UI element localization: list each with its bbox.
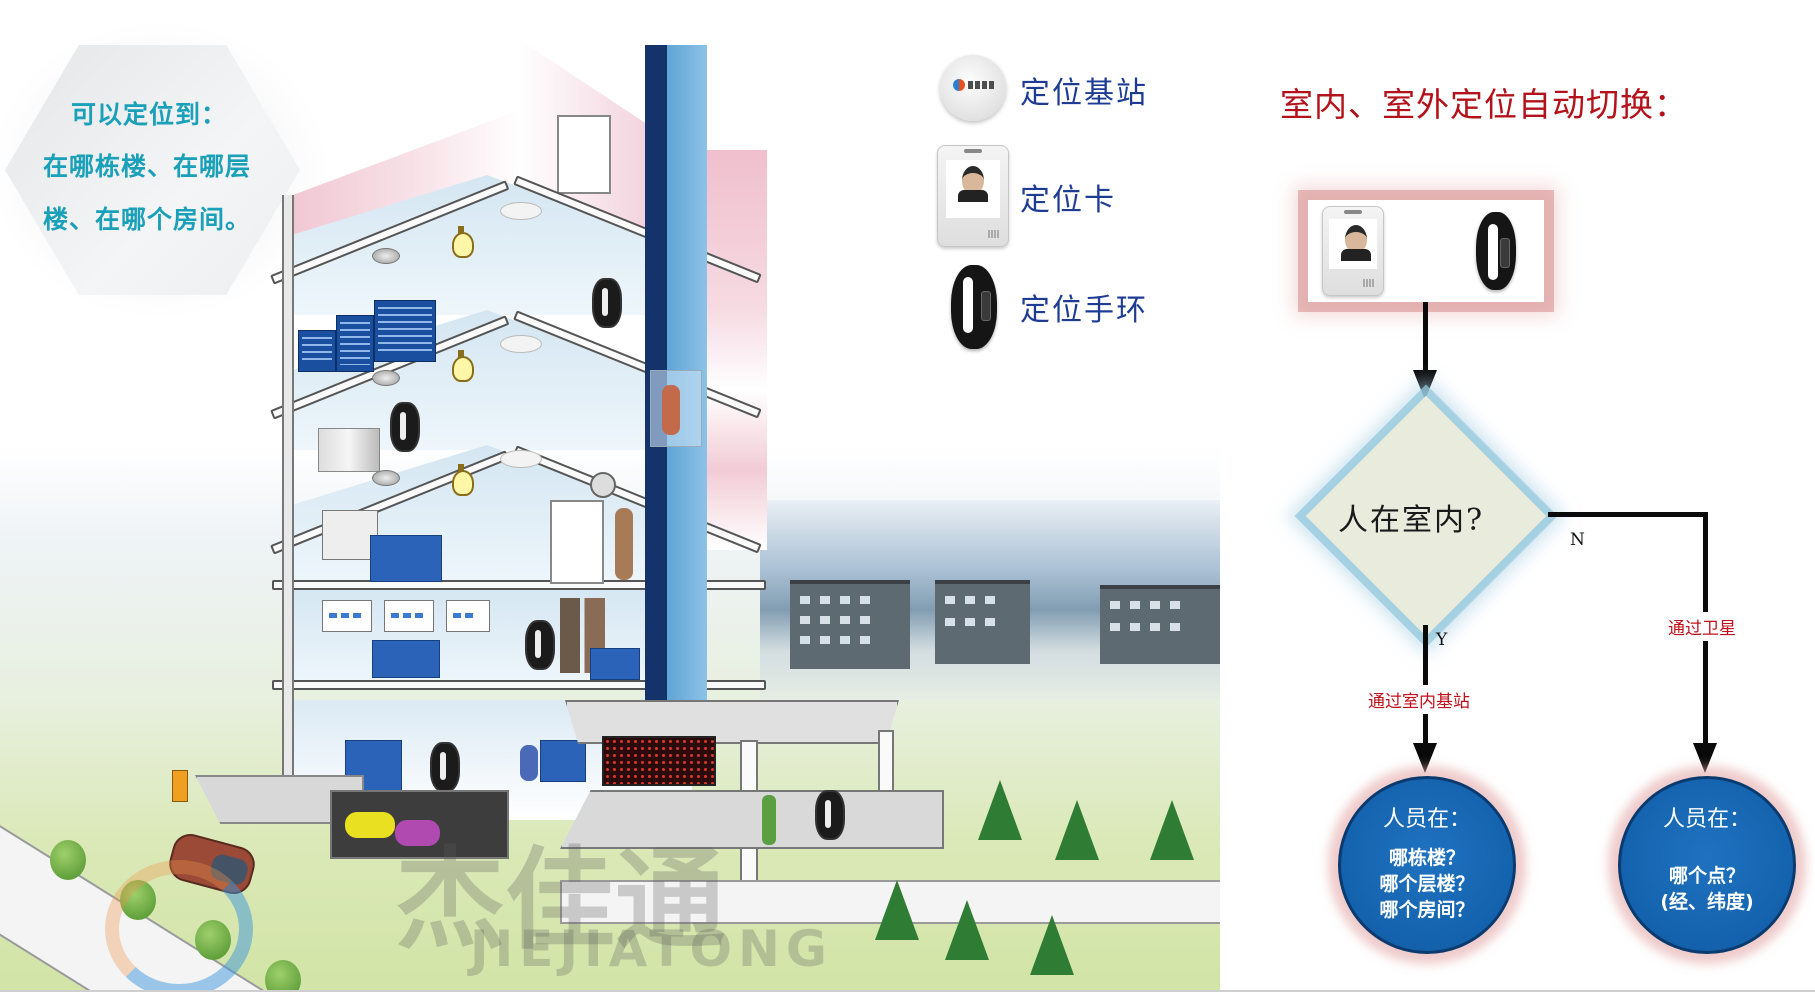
device-legend: 定位基站 定位卡 定位手环 <box>935 50 1205 350</box>
ceiling-base-station <box>500 335 542 353</box>
wall-display-board <box>322 600 372 632</box>
light-bulb-icon <box>452 350 474 382</box>
indoor-result-line: 哪个房间？ <box>1379 899 1475 921</box>
arrow-down-icon <box>1413 743 1437 773</box>
server-rack <box>336 315 374 372</box>
gate-barrier-post <box>172 770 188 802</box>
arrow-down-icon <box>1413 370 1437 400</box>
legend-label-wristband: 定位手环 <box>1020 293 1148 328</box>
legend-label-card: 定位卡 <box>1020 183 1116 218</box>
card-slot <box>964 149 982 153</box>
bush <box>265 960 301 990</box>
wristband-outside <box>815 790 845 840</box>
card-grille <box>1363 279 1375 287</box>
card-photo <box>1329 219 1377 269</box>
rooftop-door <box>557 115 611 194</box>
outdoor-result-line: 哪个点？ <box>1668 865 1745 887</box>
indoor-result-circle: 人员在： 哪栋楼？ 哪个层楼？ 哪个房间？ <box>1338 776 1516 954</box>
arrow-down-icon <box>1693 743 1717 773</box>
card-photo <box>946 160 1000 218</box>
decision-text: 人在室内? <box>1338 503 1485 538</box>
light-bulb-icon <box>452 464 474 496</box>
bush <box>50 840 86 880</box>
wristband-icon <box>951 265 997 349</box>
person-at-door <box>615 508 633 580</box>
hexagon-line: 楼、在哪个房间。 <box>43 205 252 234</box>
parked-car-purple <box>395 820 440 846</box>
no-connector-line <box>1548 512 1708 517</box>
person-outside <box>762 795 776 845</box>
storage-cabinets <box>318 428 380 472</box>
pine-tree <box>1055 800 1099 860</box>
led-display-sign <box>602 736 716 786</box>
yes-label: Y <box>1436 630 1448 650</box>
badge-card-icon <box>937 145 1009 247</box>
wall-display-board <box>384 600 434 632</box>
outdoor-result-line: (经、纬度) <box>1660 891 1754 913</box>
watermark-logo <box>105 860 253 990</box>
reception-desk <box>540 740 586 782</box>
background-apartment-block <box>1100 585 1220 664</box>
background-apartment-block <box>935 580 1030 664</box>
base-station-icon <box>940 55 1006 121</box>
watermark-english: JIEJIATONG <box>470 920 833 978</box>
hexagon-line: 在哪栋楼、在哪层 <box>43 152 252 181</box>
outdoor-result-circle: 人员在： 哪个点？ (经、纬度) <box>1618 776 1796 954</box>
card-grille <box>988 230 1000 238</box>
pine-tree <box>875 880 919 940</box>
info-hexagon: 可以定位到： 在哪栋楼、在哪层 楼、在哪个房间。 <box>5 45 300 295</box>
ceiling-light <box>372 470 400 486</box>
watermark-chinese: 杰佳通 <box>395 836 725 964</box>
server-rack <box>374 300 436 362</box>
parked-car-yellow <box>345 812 395 838</box>
elevator-passenger <box>662 385 680 435</box>
pine-tree <box>945 900 989 960</box>
security-camera <box>590 472 616 498</box>
building-right-wall <box>705 150 767 550</box>
yes-path-label: 通过室内基站 <box>1368 685 1470 714</box>
positioning-flowchart: 室内、室外定位自动切换： 人在室内? Y 通过室内基站 N 通过卫星 人员在： … <box>1240 0 1815 990</box>
badge-card-icon <box>1322 206 1384 296</box>
bottom-divider <box>0 990 1815 992</box>
wristband-icon <box>1476 212 1516 290</box>
connector-line <box>1423 302 1428 372</box>
office-desk <box>372 640 440 678</box>
pine-tree <box>1150 800 1194 860</box>
office-desk <box>590 648 640 680</box>
wristband-on-floor <box>390 402 420 452</box>
pine-tree <box>978 780 1022 840</box>
indoor-result-line: 哪栋楼？ <box>1388 847 1465 869</box>
card-slot <box>1344 210 1362 214</box>
wristband-on-floor <box>430 742 460 792</box>
control-panel <box>322 510 378 560</box>
ceiling-base-station <box>500 450 542 468</box>
indoor-result-line: 哪个层楼？ <box>1379 873 1475 895</box>
office-chair <box>520 745 538 781</box>
door <box>550 500 604 584</box>
legend-label-base-station: 定位基站 <box>1020 76 1148 111</box>
office-desk <box>370 535 442 582</box>
wristband-on-floor <box>592 278 622 328</box>
outdoor-result-title: 人员在： <box>1662 807 1751 832</box>
wristband-on-floor <box>525 620 555 670</box>
building-left-pillar <box>282 195 294 815</box>
light-bulb-icon <box>452 226 474 258</box>
no-label: N <box>1570 530 1585 550</box>
device-start-box <box>1308 200 1544 302</box>
ceiling-light <box>372 248 400 264</box>
no-path-label: 通过卫星 <box>1668 612 1736 641</box>
ceiling-base-station <box>500 202 542 220</box>
floor-slab <box>272 580 766 590</box>
floor-slab <box>272 680 766 690</box>
canopy-floor <box>560 790 944 849</box>
indoor-result-title: 人员在： <box>1382 807 1471 832</box>
background-apartment-block <box>790 580 910 669</box>
pine-tree <box>1030 915 1074 975</box>
flowchart-title: 室内、室外定位自动切换： <box>1280 85 1688 124</box>
ceiling-light <box>372 370 400 386</box>
building-positioning-illustration: 可以定位到： 在哪栋楼、在哪层 楼、在哪个房间。 <box>0 0 1220 990</box>
server-rack <box>298 330 336 372</box>
wall-display-board <box>446 600 490 632</box>
hexagon-heading: 可以定位到： <box>71 100 228 129</box>
